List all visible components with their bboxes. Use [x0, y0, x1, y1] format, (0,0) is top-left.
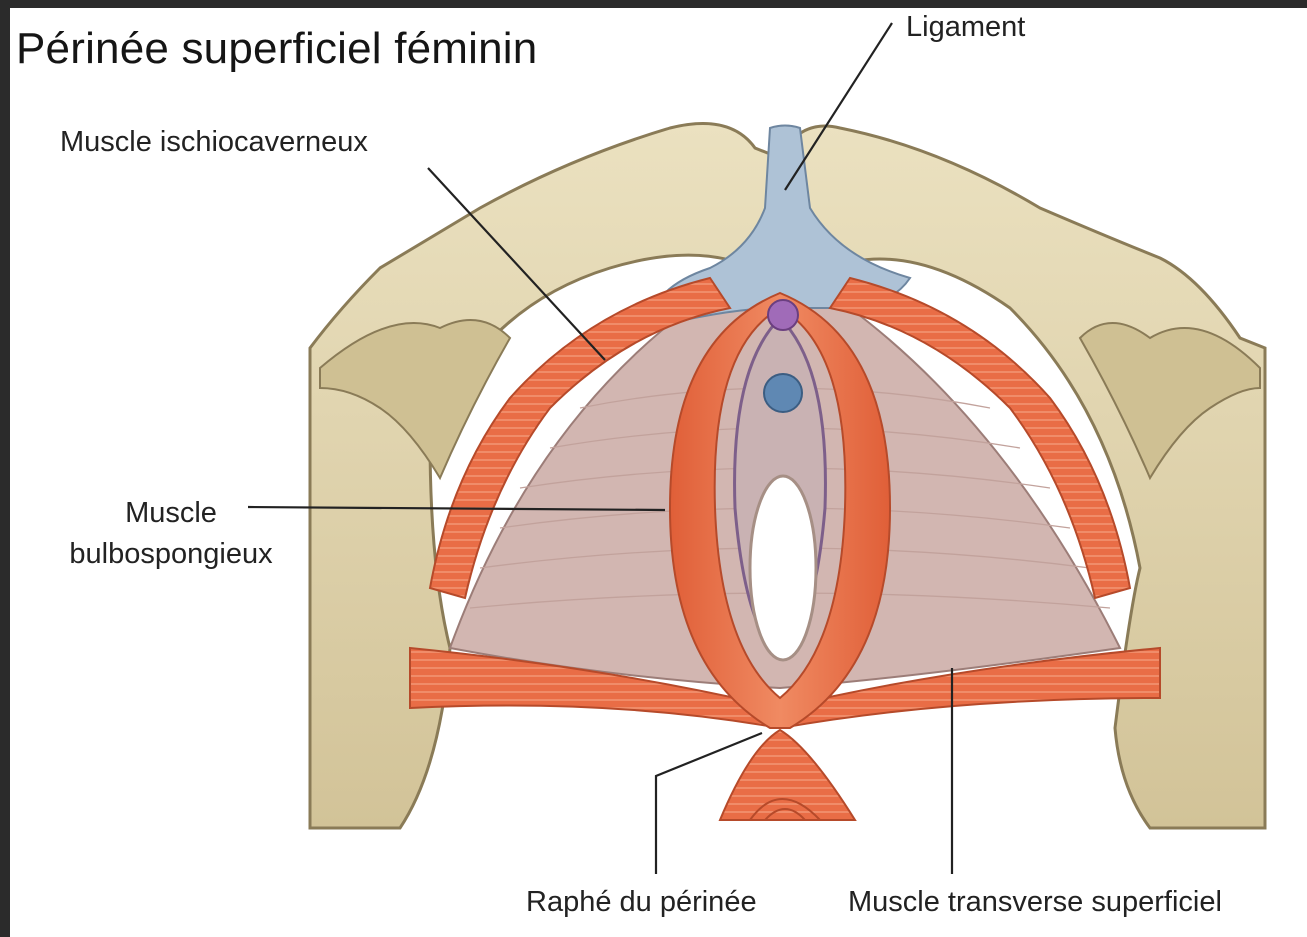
vaginal-opening [750, 476, 816, 660]
label-bulbo-line1: Muscle [46, 493, 296, 534]
clitoris [768, 300, 798, 330]
label-ligament: Ligament [906, 11, 1025, 44]
label-ischiocavernosus: Muscle ischiocaverneux [60, 126, 368, 159]
label-bulbo-line2: bulbospongieux [46, 534, 296, 575]
diagram-frame: Périnée superficiel féminin Muscle ischi… [10, 8, 1307, 937]
perineal-body [720, 730, 855, 820]
page-title: Périnée superficiel féminin [16, 24, 537, 74]
label-raphe: Raphé du périnée [526, 886, 757, 919]
urethral-opening [764, 374, 802, 412]
label-bulbospongiosus: Muscle bulbospongieux [46, 493, 296, 575]
label-transverse: Muscle transverse superficiel [848, 886, 1222, 919]
